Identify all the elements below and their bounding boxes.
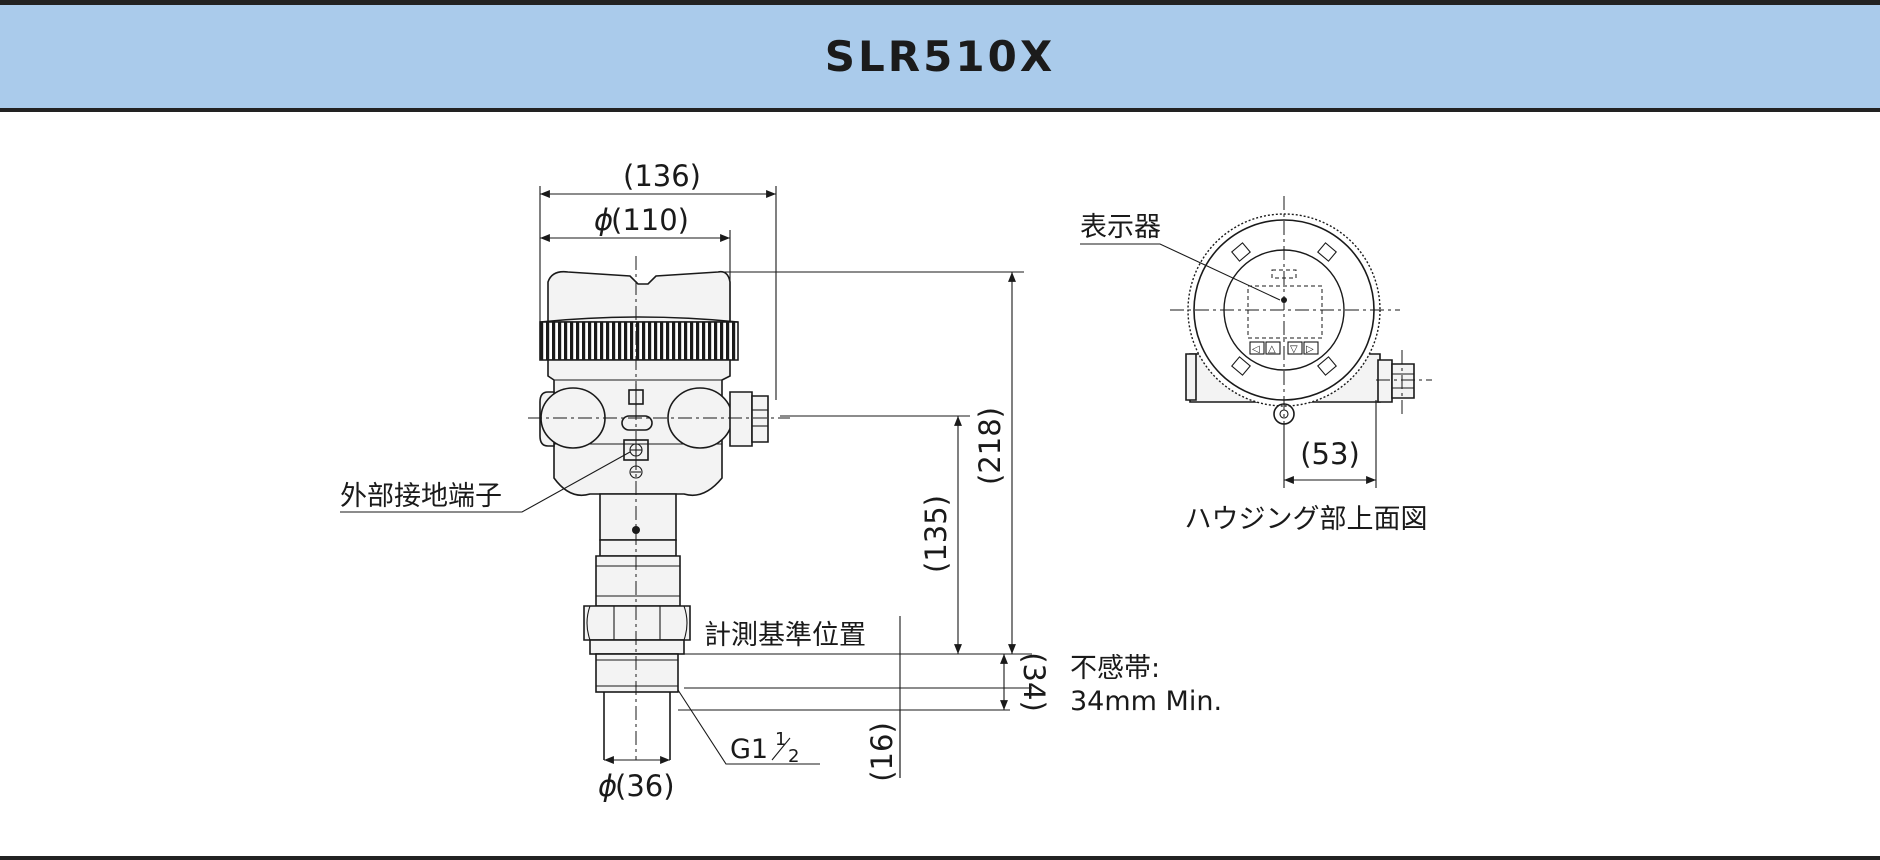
dim-thread-length: (16)	[865, 722, 899, 782]
front-view	[528, 256, 790, 760]
label-measurement-datum: 計測基準位置	[704, 620, 866, 651]
label-dead-band-1: 不感帯:	[1070, 653, 1160, 684]
button-row: ◁ △ ▽ ▷	[1249, 341, 1319, 355]
arrow-down-icon: ▽	[1290, 344, 1298, 355]
label-display: 表示器	[1080, 212, 1161, 243]
arrow-left-icon: ◁	[1252, 344, 1260, 355]
label-dead-band-2: 34mm Min.	[1070, 686, 1222, 717]
dim-height-datum: (135)	[919, 495, 953, 573]
arrow-up-icon: △	[1268, 344, 1276, 355]
label-housing-top-view: ハウジング部上面図	[1185, 504, 1428, 535]
cover-cap	[547, 270, 731, 323]
dim-width-overall: (136)	[623, 159, 701, 193]
dim-dead-zone: (34)	[1017, 652, 1051, 712]
thread-den: 2	[788, 746, 799, 767]
phi-symbol: ϕ	[594, 203, 613, 237]
label-external-ground: 外部接地端子	[340, 481, 502, 512]
dim-nozzle-dia: (36)	[615, 769, 675, 803]
bottom-rule	[0, 856, 1880, 860]
housing-top-view: ◁ △ ▽ ▷	[1170, 196, 1432, 430]
top-rule	[0, 0, 1880, 5]
dim-height-total: (218)	[973, 407, 1007, 485]
arrow-right-icon: ▷	[1306, 344, 1314, 355]
phi-symbol-2: ϕ	[598, 769, 617, 803]
title-banner: SLR510X	[0, 5, 1880, 112]
dim-width-cover: (110)	[611, 203, 689, 237]
hex-nut	[583, 605, 691, 641]
thread-prefix: G1	[730, 734, 768, 765]
page-title: SLR510X	[824, 32, 1056, 81]
thread-num: 1	[775, 729, 786, 750]
stem	[595, 555, 681, 607]
dim-cable-offset: (53)	[1300, 437, 1360, 471]
knurled-ring	[539, 321, 739, 361]
